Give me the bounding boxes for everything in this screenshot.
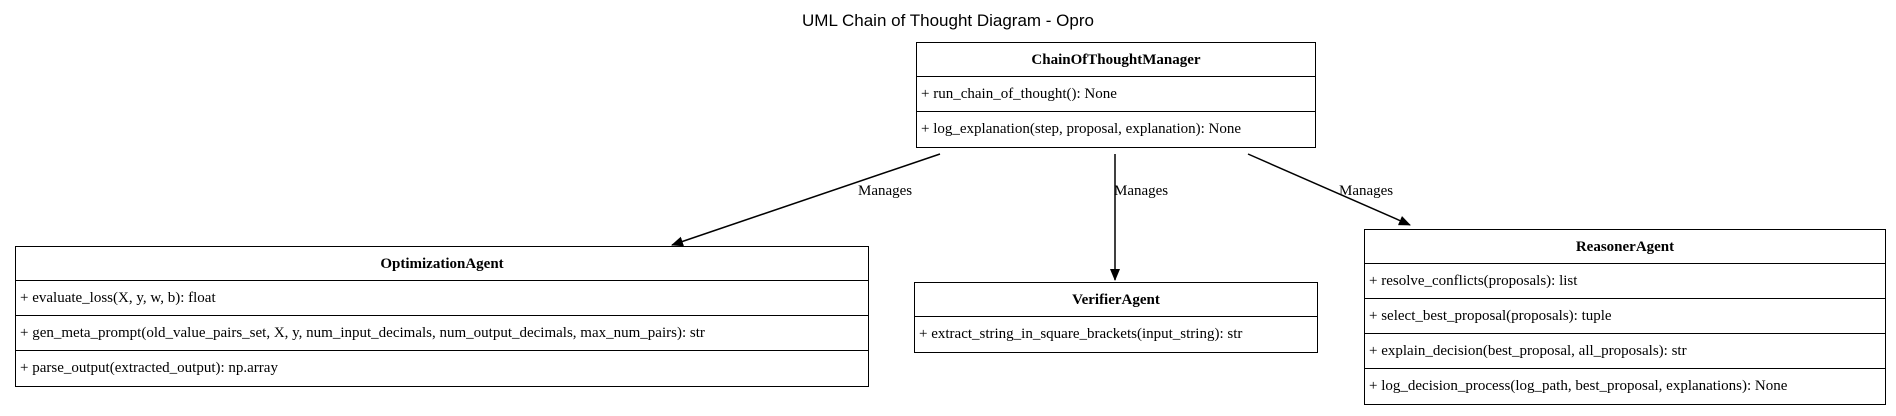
method-gen-meta-prompt: + gen_meta_prompt(old_value_pairs_set, X… <box>16 316 868 351</box>
class-name: VerifierAgent <box>915 283 1317 317</box>
class-name: ReasonerAgent <box>1365 230 1885 264</box>
class-chain-of-thought-manager[interactable]: ChainOfThoughtManager + run_chain_of_tho… <box>916 42 1316 148</box>
method-explain-decision: + explain_decision(best_proposal, all_pr… <box>1365 334 1885 369</box>
method-log-decision-process: + log_decision_process(log_path, best_pr… <box>1369 378 1788 394</box>
method-extract-string-in-square-brackets: + extract_string_in_square_brackets(inpu… <box>919 326 1243 342</box>
edge-label-verifier: Manages <box>1114 183 1168 199</box>
edge-label-reasoner: Manages <box>1339 183 1393 199</box>
method-resolve-conflicts: + resolve_conflicts(proposals): list <box>1365 264 1885 299</box>
class-name: ChainOfThoughtManager <box>917 43 1315 77</box>
edge-manager-to-optimization <box>671 153 941 247</box>
edge-manager-to-reasoner <box>1247 153 1411 226</box>
class-verifier-agent[interactable]: VerifierAgent + extract_string_in_square… <box>914 282 1318 353</box>
class-name: OptimizationAgent <box>16 247 868 281</box>
method-evaluate-loss: + evaluate_loss(X, y, w, b): float <box>16 281 868 316</box>
edge-label-optimization: Manages <box>858 183 912 199</box>
diagram-title: UML Chain of Thought Diagram - Opro <box>802 11 1094 30</box>
method-parse-output: + parse_output(extracted_output): np.arr… <box>20 360 278 376</box>
method-run-chain-of-thought: + run_chain_of_thought(): None <box>917 77 1315 112</box>
class-optimization-agent[interactable]: OptimizationAgent + evaluate_loss(X, y, … <box>15 246 869 387</box>
method-log-explanation: + log_explanation(step, proposal, explan… <box>921 121 1242 137</box>
method-select-best-proposal: + select_best_proposal(proposals): tuple <box>1365 299 1885 334</box>
class-reasoner-agent[interactable]: ReasonerAgent + resolve_conflicts(propos… <box>1364 229 1886 405</box>
